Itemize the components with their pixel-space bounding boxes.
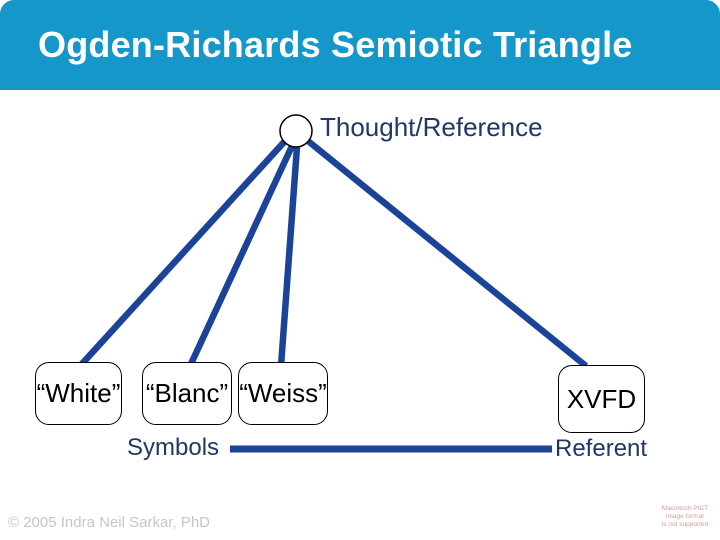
edge-thought-to-xvfd xyxy=(305,138,589,369)
thought-reference-label: Thought/Reference xyxy=(320,112,543,142)
copyright-text: © 2005 Indra Neil Sarkar, PhD xyxy=(8,514,210,531)
symbols-label: Symbols xyxy=(127,434,220,461)
slide-title: Ogden-Richards Semiotic Triangle xyxy=(38,24,633,65)
pict-watermark-line: Macintosh PICT xyxy=(661,505,709,512)
edge-thought-to-blanc xyxy=(187,144,295,368)
referent-label: Referent xyxy=(555,435,648,462)
referent-box-xvfd: XVFD xyxy=(558,365,645,433)
pict-watermark-line: is not supported xyxy=(661,521,709,528)
symbol-box-weiss: “Weiss” xyxy=(238,362,328,425)
edge-thought-to-white xyxy=(77,138,288,369)
slide-title-bar: Ogden-Richards Semiotic Triangle xyxy=(0,0,720,90)
pict-watermark: Macintosh PICT image format is not suppo… xyxy=(654,505,716,529)
edge-thought-to-weiss xyxy=(277,146,301,367)
pict-watermark-line: image format xyxy=(666,513,704,520)
symbol-box-blanc: “Blanc” xyxy=(142,362,232,425)
symbol-box-white: “White” xyxy=(35,362,122,425)
thought-node-circle xyxy=(279,114,313,148)
